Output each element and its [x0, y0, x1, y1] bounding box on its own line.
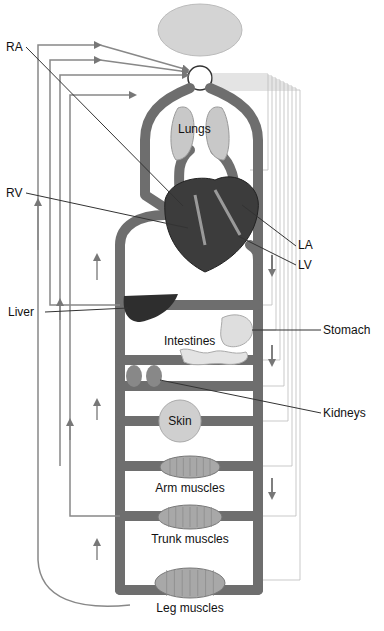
muscle-shape	[140, 455, 240, 479]
chamber-label: RV	[6, 186, 22, 200]
chamber-label: LV	[298, 258, 312, 272]
muscle-shape	[135, 567, 245, 599]
chamber-label: RA	[6, 40, 23, 54]
muscle-group: Trunk muscles	[138, 504, 242, 546]
node-label: Arm muscles	[153, 481, 226, 495]
organ-label: Stomach	[323, 323, 370, 337]
chamber-label: LA	[298, 238, 313, 252]
organ-label: Liver	[8, 305, 34, 319]
muscle-group: Leg muscles	[135, 567, 245, 615]
organ-label: Lungs	[178, 122, 211, 136]
muscle-group: Arm muscles	[140, 455, 240, 495]
muscle-shape	[138, 504, 242, 530]
node-label: Trunk muscles	[149, 532, 231, 546]
node-label: Leg muscles	[154, 601, 225, 615]
node-label: Skin	[158, 414, 202, 428]
skin-circle: Skin	[158, 399, 202, 443]
organ-label: Kidneys	[323, 406, 366, 420]
organ-label: Intestines	[164, 334, 215, 348]
